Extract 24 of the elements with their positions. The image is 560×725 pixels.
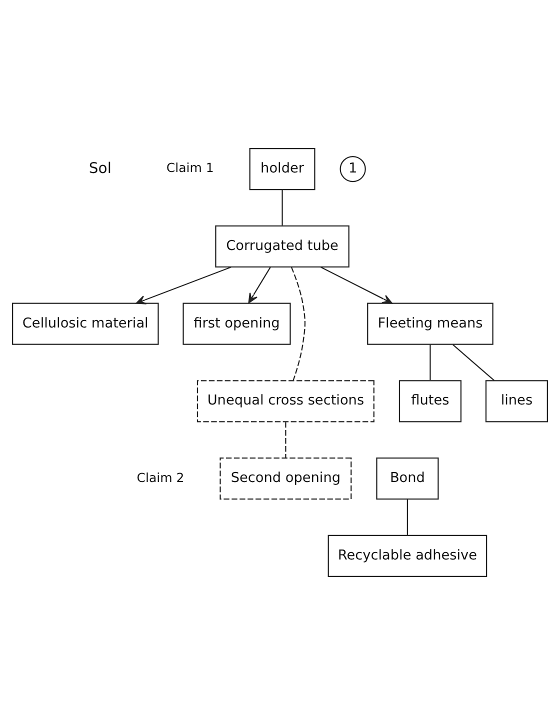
label: Claim 1: [166, 160, 214, 176]
connector: [290, 267, 306, 380]
node-box: holder: [249, 148, 316, 190]
node-box: Fleeting means: [367, 302, 494, 345]
node-box: Recyclable adhesive: [328, 534, 488, 578]
node-box: lines: [485, 380, 548, 422]
node-box: Bond: [376, 458, 439, 500]
arrow: [248, 267, 271, 304]
connector: [430, 344, 431, 380]
node-box: flutes: [398, 380, 462, 422]
node-box: first opening: [182, 302, 291, 345]
node-box: Second opening: [220, 458, 352, 500]
node-box: Cellulosic material: [12, 302, 159, 345]
arrow: [136, 266, 232, 304]
connector: [282, 190, 283, 226]
arrow: [320, 266, 392, 304]
node-box: Corrugated tube: [215, 225, 350, 268]
connector: [406, 499, 408, 535]
node-box: Unequal cross sections: [196, 380, 374, 422]
label: Claim 2: [136, 470, 184, 485]
node-circle: 1: [340, 156, 366, 182]
connector: [452, 344, 495, 381]
connector: [285, 422, 286, 458]
label: Sol: [88, 160, 112, 177]
